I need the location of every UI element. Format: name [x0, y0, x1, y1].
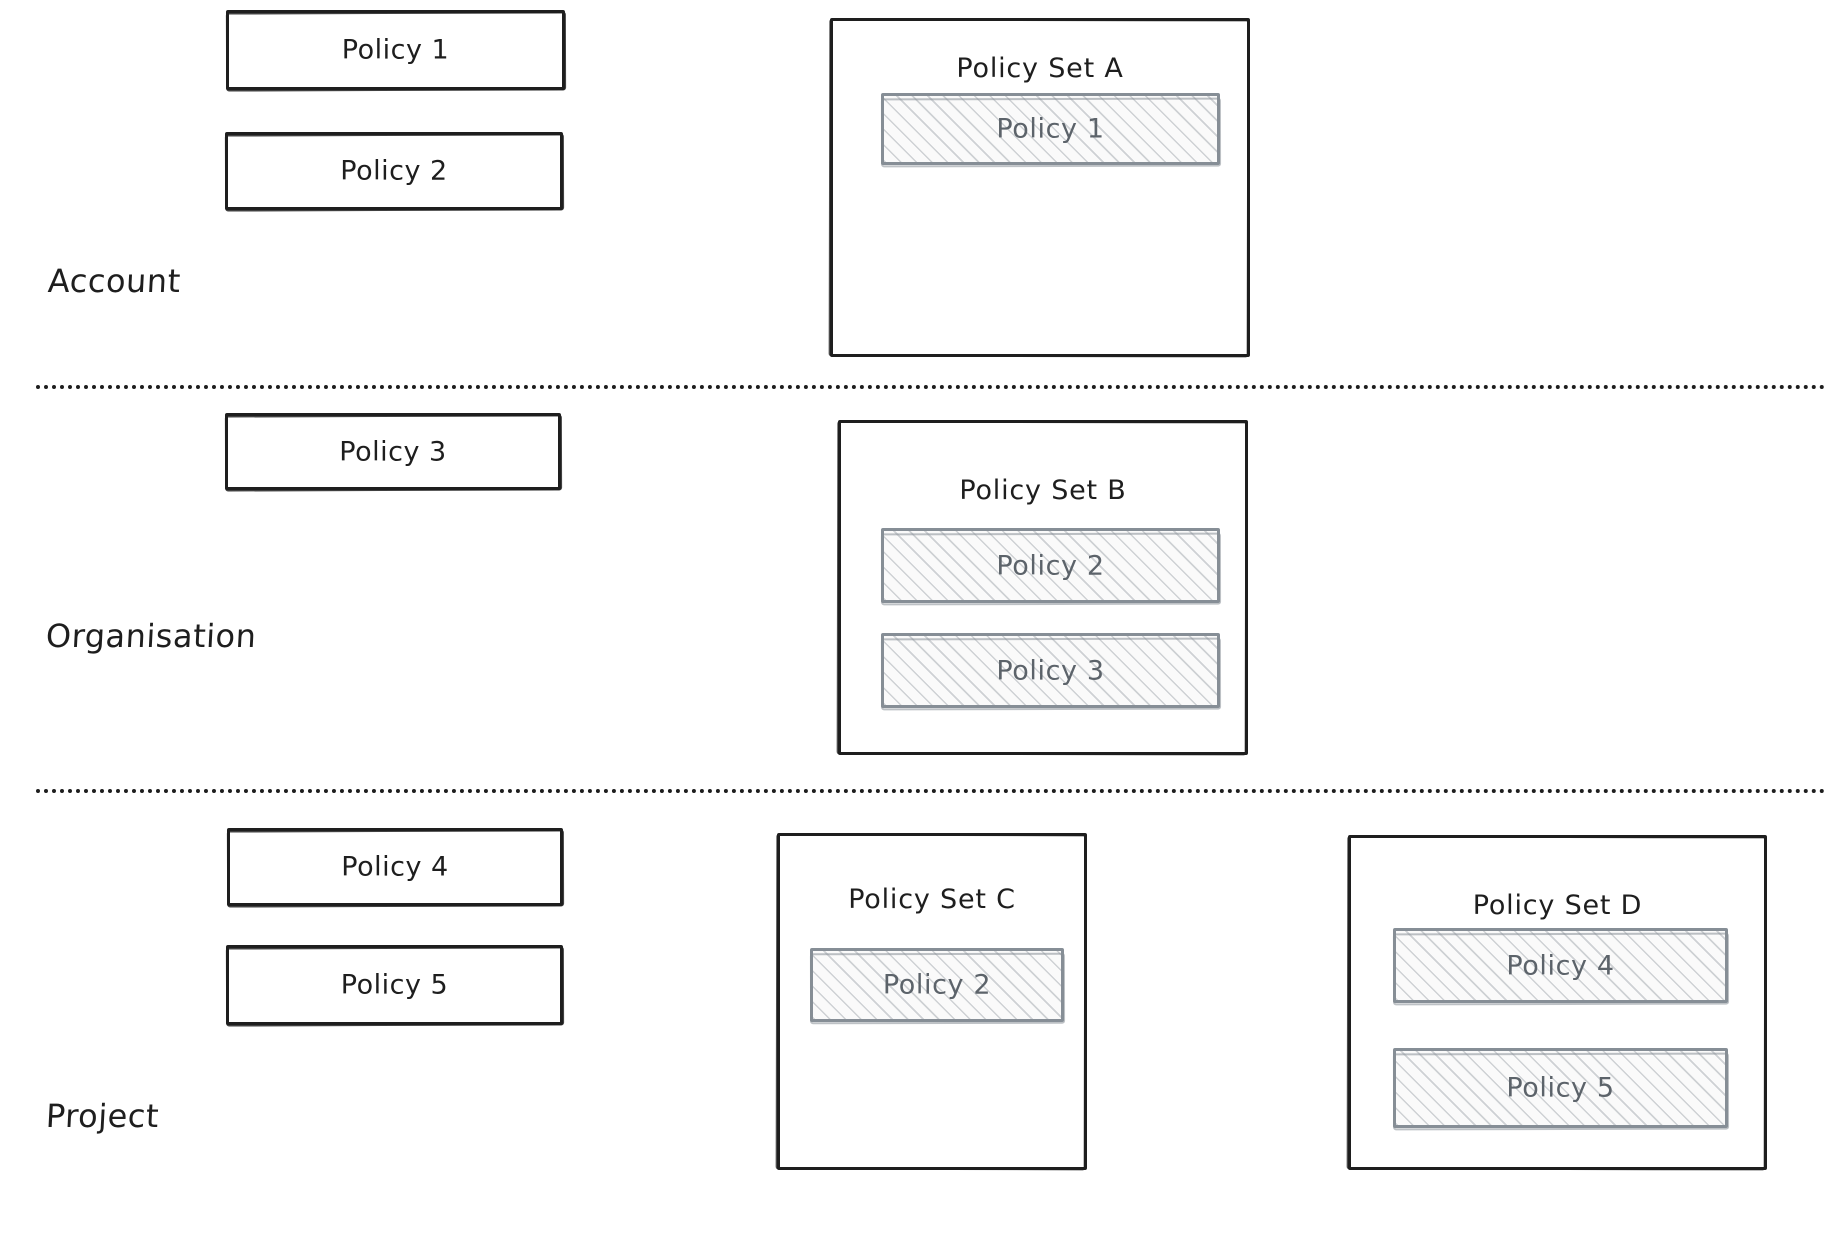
tier-label-account: Account: [47, 262, 182, 300]
policy-set-a[interactable]: Policy Set A Policy 1: [830, 18, 1250, 357]
policy-box-label: Policy 5: [340, 969, 449, 1001]
policy-set-title: Policy Set D: [1472, 890, 1643, 921]
policy-set-member-label: Policy 1: [996, 113, 1105, 145]
policy-set-member-label: Policy 2: [996, 550, 1105, 581]
policy-box-label: Policy 3: [339, 436, 447, 467]
policy-set-title: Policy Set B: [959, 475, 1127, 506]
policy-set-title: Policy Set A: [956, 53, 1124, 84]
policy-set-d[interactable]: Policy Set D Policy 4 Policy 5: [1348, 835, 1767, 1170]
policy-set-member-label: Policy 2: [882, 969, 992, 1001]
policy-box-policy-5[interactable]: Policy 5: [226, 945, 563, 1025]
policy-box-label: Policy 2: [340, 155, 448, 187]
policy-set-member-policy-4[interactable]: Policy 4: [1393, 928, 1728, 1003]
policy-set-member-policy-2[interactable]: Policy 2: [881, 528, 1220, 603]
tier-label-project: Project: [45, 1097, 160, 1135]
policy-box-label: Policy 1: [341, 34, 450, 66]
policy-set-member-policy-1[interactable]: Policy 1: [881, 93, 1220, 165]
policy-box-policy-3[interactable]: Policy 3: [225, 413, 561, 490]
policy-set-member-label: Policy 3: [996, 655, 1105, 686]
policy-box-policy-2[interactable]: Policy 2: [225, 132, 563, 210]
policy-set-member-policy-2[interactable]: Policy 2: [810, 948, 1064, 1022]
policy-box-policy-4[interactable]: Policy 4: [227, 828, 563, 906]
policy-set-member-policy-5[interactable]: Policy 5: [1393, 1048, 1728, 1128]
tier-label-organisation: Organisation: [45, 617, 258, 655]
policy-set-member-label: Policy 5: [1506, 1072, 1615, 1104]
tier-divider-2: [36, 789, 1826, 793]
policy-box-label: Policy 4: [341, 851, 449, 883]
policy-box-policy-1[interactable]: Policy 1: [226, 10, 565, 90]
tier-divider-1: [36, 385, 1826, 389]
policy-set-c[interactable]: Policy Set C Policy 2: [777, 833, 1087, 1170]
policy-set-member-policy-3[interactable]: Policy 3: [881, 633, 1220, 708]
policy-set-member-label: Policy 4: [1506, 950, 1615, 981]
policy-set-title: Policy Set C: [848, 884, 1016, 915]
policy-set-b[interactable]: Policy Set B Policy 2 Policy 3: [838, 420, 1248, 755]
